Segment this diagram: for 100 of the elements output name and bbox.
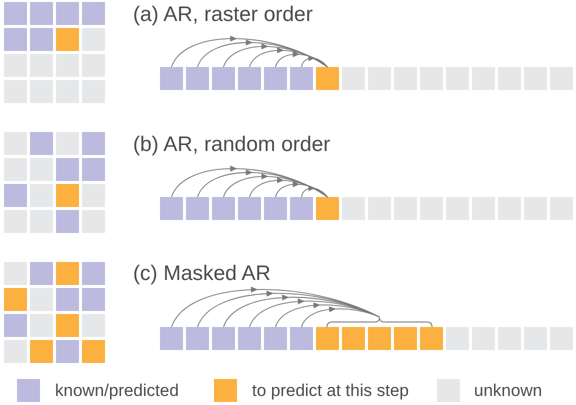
token-square [186, 327, 209, 350]
grid-square [30, 314, 53, 337]
token-square [212, 67, 235, 90]
token-square [160, 67, 183, 90]
token-square [264, 67, 287, 90]
token-square [524, 67, 547, 90]
grid-square [56, 28, 79, 51]
token-square [342, 197, 365, 220]
token-square [498, 67, 521, 90]
arrow [275, 181, 328, 198]
token-square [342, 67, 365, 90]
grid-square [30, 184, 53, 207]
token-square [446, 197, 469, 220]
token-square [316, 327, 339, 350]
token-square [264, 197, 287, 220]
grid-square [82, 262, 105, 285]
token-square [472, 327, 495, 350]
arrow [249, 177, 328, 198]
grid-square [56, 132, 79, 155]
grid-square [30, 262, 53, 285]
grid-square [82, 54, 105, 77]
token-square [420, 197, 443, 220]
grid-square [56, 2, 79, 25]
token-square [264, 327, 287, 350]
grid-square [82, 132, 105, 155]
grid-square [4, 314, 27, 337]
token-square [160, 327, 183, 350]
token-square [316, 67, 339, 90]
grid-square [82, 288, 105, 311]
token-square [524, 327, 547, 350]
arrow [249, 298, 380, 328]
grid-square [56, 54, 79, 77]
grid-square [56, 80, 79, 103]
arrow [275, 51, 328, 68]
grid-square [82, 80, 105, 103]
grid-square [4, 28, 27, 51]
grid-square [30, 28, 53, 51]
grid-square [30, 158, 53, 181]
legend-label: to predict at this step [252, 382, 409, 399]
grid-square [56, 314, 79, 337]
token-square [498, 197, 521, 220]
legend-label: unknown [474, 382, 542, 399]
panel-heading: (a) AR, raster order [133, 4, 313, 25]
token-square [394, 197, 417, 220]
token-square [394, 67, 417, 90]
token-square [186, 67, 209, 90]
arrow [301, 185, 328, 198]
grid-square [56, 288, 79, 311]
grid-square [4, 80, 27, 103]
token-square [290, 197, 313, 220]
token-square [472, 197, 495, 220]
grid-square [4, 340, 27, 363]
token-square [212, 197, 235, 220]
token-square [420, 327, 443, 350]
token-square [186, 197, 209, 220]
arrow [301, 55, 328, 68]
grid-square [82, 314, 105, 337]
grid-square [82, 340, 105, 363]
grid-square [4, 54, 27, 77]
grid-square [30, 340, 53, 363]
token-square [524, 197, 547, 220]
grid-square [4, 288, 27, 311]
legend-label: known/predicted [55, 382, 179, 399]
token-square [316, 197, 339, 220]
token-square [238, 327, 261, 350]
arrow [223, 294, 380, 328]
grid-square [82, 158, 105, 181]
arrow [301, 306, 380, 328]
token-square [238, 197, 261, 220]
grid-square [4, 184, 27, 207]
grid-square [56, 340, 79, 363]
grid-square [82, 210, 105, 233]
grid-square [4, 158, 27, 181]
grid-square [30, 288, 53, 311]
grid-square [30, 210, 53, 233]
grid-square [82, 2, 105, 25]
grid-square [82, 184, 105, 207]
token-square [472, 67, 495, 90]
panel-heading: (b) AR, random order [133, 134, 330, 155]
token-square [446, 327, 469, 350]
curly-brace [326, 317, 433, 327]
token-square [342, 327, 365, 350]
token-square [420, 67, 443, 90]
token-square [212, 327, 235, 350]
grid-square [4, 2, 27, 25]
token-square [368, 197, 391, 220]
grid-square [4, 262, 27, 285]
grid-square [82, 28, 105, 51]
grid-square [56, 184, 79, 207]
token-square [238, 67, 261, 90]
grid-square [30, 132, 53, 155]
arrow [249, 47, 328, 68]
token-square [550, 67, 573, 90]
token-square [290, 327, 313, 350]
grid-square [30, 2, 53, 25]
grid-square [4, 132, 27, 155]
token-square [290, 67, 313, 90]
token-square [550, 197, 573, 220]
grid-square [56, 210, 79, 233]
panel-heading: (c) Masked AR [133, 263, 271, 284]
